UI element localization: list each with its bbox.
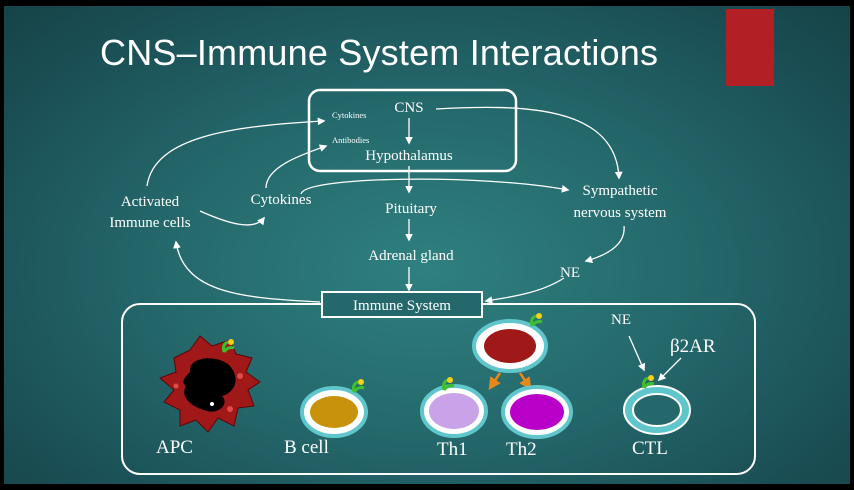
arrow-precursor-th2 bbox=[518, 372, 532, 391]
apc-receptor-icon bbox=[222, 339, 235, 353]
cns-immune-diagram: CNS Cytokines Antibodies Hypothalamus Pi… bbox=[109, 88, 756, 475]
arrow-activated-cytokines bbox=[199, 210, 265, 226]
label-cns: CNS bbox=[394, 100, 423, 116]
slide: CNS–Immune System Interactions bbox=[4, 6, 850, 484]
label-pituitary: Pituitary bbox=[385, 201, 437, 217]
label-th2: Th2 bbox=[506, 439, 537, 460]
immune-system-box bbox=[321, 291, 483, 318]
apc-cell bbox=[159, 335, 261, 433]
arrow-ne-immune bbox=[484, 277, 565, 304]
slide-title: CNS–Immune System Interactions bbox=[100, 32, 659, 73]
th1-receptor-icon bbox=[442, 377, 455, 391]
arrow-immune-activated bbox=[173, 240, 321, 303]
label-b2ar: β2AR bbox=[670, 336, 716, 357]
label-ne-cell: NE bbox=[611, 312, 631, 328]
label-apc: APC bbox=[156, 437, 193, 458]
arrow-cytokines-cns bbox=[265, 144, 328, 189]
label-b-cell: B cell bbox=[284, 437, 329, 458]
label-activated-1: Activated bbox=[121, 194, 180, 210]
arrow-cns-sympathetic bbox=[435, 106, 623, 180]
arrow-precursor-th1 bbox=[488, 372, 502, 391]
precursor-t-cell bbox=[472, 319, 548, 373]
arrow-activated-cns bbox=[146, 117, 326, 187]
b-cell bbox=[300, 386, 368, 438]
label-sympathetic-2: nervous system bbox=[574, 205, 667, 221]
label-ne: NE bbox=[560, 265, 580, 281]
b-cell-receptor-icon bbox=[352, 379, 365, 393]
cns-box bbox=[307, 88, 518, 173]
th1-cell bbox=[420, 384, 488, 438]
label-cytokines-small: Cytokines bbox=[332, 110, 366, 120]
ctl-cell bbox=[623, 385, 691, 435]
ctl-receptor-icon bbox=[642, 375, 655, 389]
label-immune-system: Immune System bbox=[353, 298, 451, 314]
label-th1: Th1 bbox=[437, 439, 468, 460]
label-cytokines: Cytokines bbox=[251, 192, 312, 208]
precursor-receptor-icon bbox=[530, 313, 543, 327]
th2-cell bbox=[501, 385, 573, 439]
arrow-b2ar-ctl bbox=[657, 357, 682, 382]
label-adrenal-gland: Adrenal gland bbox=[368, 248, 454, 264]
arrow-cytokines-sympathetic bbox=[300, 178, 570, 195]
accent-bar bbox=[726, 9, 774, 86]
label-hypothalamus: Hypothalamus bbox=[365, 148, 453, 164]
label-antibodies-small: Antibodies bbox=[332, 135, 369, 145]
arrow-sympathetic-ne bbox=[584, 225, 625, 264]
label-ctl: CTL bbox=[632, 438, 668, 459]
arrow-ne-ctl bbox=[628, 335, 646, 372]
label-activated-2: Immune cells bbox=[109, 215, 190, 231]
label-sympathetic-1: Sympathetic bbox=[583, 183, 658, 199]
